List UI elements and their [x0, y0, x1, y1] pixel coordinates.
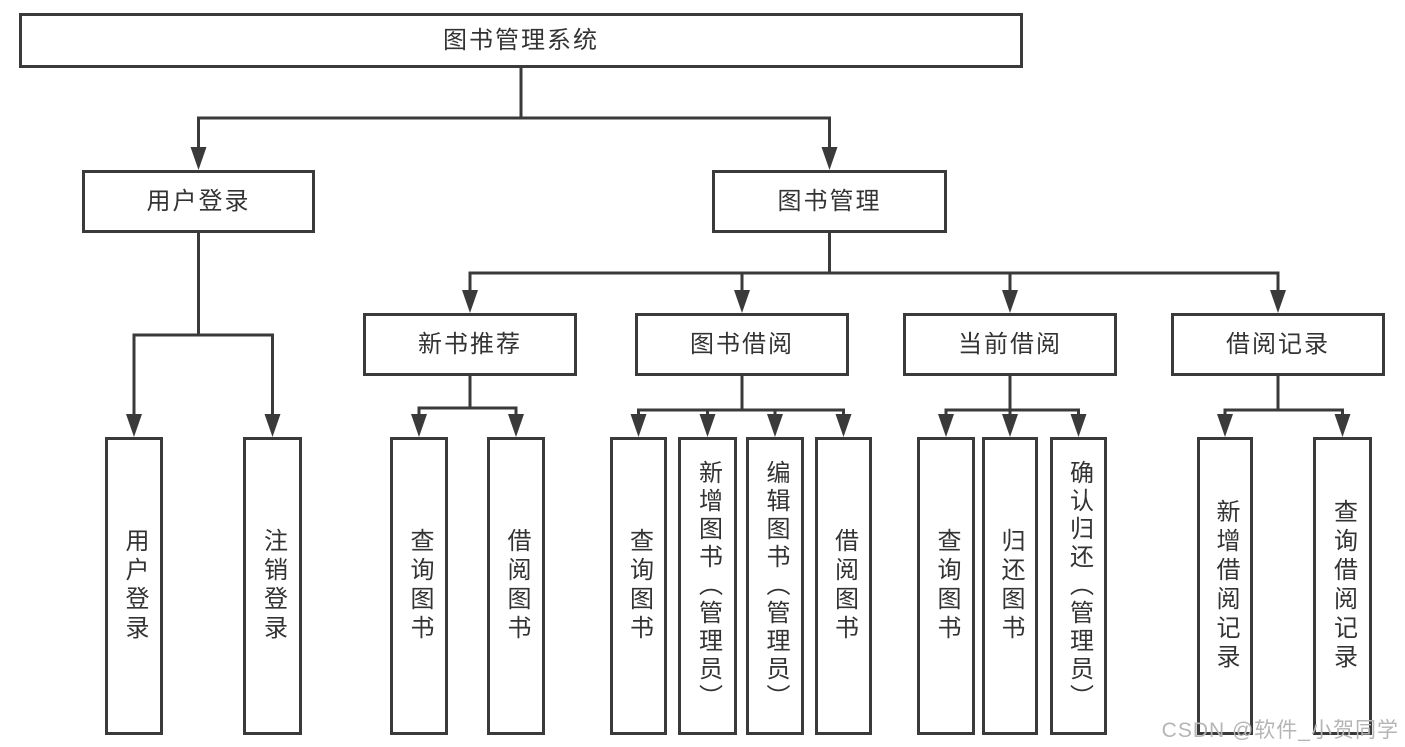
arrowhead	[1002, 414, 1018, 437]
node-login-action: 用户登录	[105, 437, 163, 735]
node-cb-return-books: 归还图书	[982, 437, 1038, 735]
arrowhead	[411, 414, 427, 437]
node-bb-query-books: 查询图书	[610, 437, 667, 735]
node-book-borrow: 图书借阅	[635, 313, 849, 376]
arrowhead	[1334, 414, 1351, 437]
arrowhead	[734, 290, 750, 313]
node-bb-borrow-books: 借阅图书	[815, 437, 872, 735]
node-br-add-record: 新增借阅记录	[1197, 437, 1253, 735]
arrowhead	[630, 414, 647, 437]
arrowhead	[1002, 290, 1018, 313]
arrowhead	[508, 414, 524, 437]
node-borrow-records: 借阅记录	[1171, 313, 1385, 376]
arrowhead	[462, 290, 478, 313]
node-br-query-record: 查询借阅记录	[1313, 437, 1372, 735]
node-nb-borrow-books: 借阅图书	[487, 437, 545, 735]
arrowhead	[126, 414, 142, 437]
node-new-book-rec: 新书推荐	[363, 313, 577, 376]
node-current-borrow: 当前借阅	[903, 313, 1117, 376]
node-root: 图书管理系统	[19, 13, 1023, 68]
arrowhead	[938, 414, 954, 437]
arrowhead	[1217, 414, 1233, 437]
node-bb-edit-books-admin: 编辑图书（管理员）	[746, 437, 804, 735]
arrowhead	[835, 414, 852, 437]
arrowhead	[1070, 414, 1087, 437]
arrowhead	[821, 147, 838, 170]
node-cb-query-books: 查询图书	[917, 437, 975, 735]
arrowhead	[1270, 290, 1286, 313]
node-nb-query-books: 查询图书	[390, 437, 448, 735]
node-cb-confirm-return-admin: 确认归还（管理员）	[1050, 437, 1107, 735]
arrowhead	[190, 147, 207, 170]
arrowhead	[699, 414, 716, 437]
node-logout-action: 注销登录	[243, 437, 302, 735]
arrowhead	[767, 414, 783, 437]
watermark: CSDN @软件_小贺同学	[1161, 719, 1399, 742]
node-bb-add-books-admin: 新增图书（管理员）	[678, 437, 737, 735]
node-user-login: 用户登录	[82, 170, 315, 233]
arrowhead	[264, 414, 281, 437]
node-book-mgmt: 图书管理	[712, 170, 947, 233]
